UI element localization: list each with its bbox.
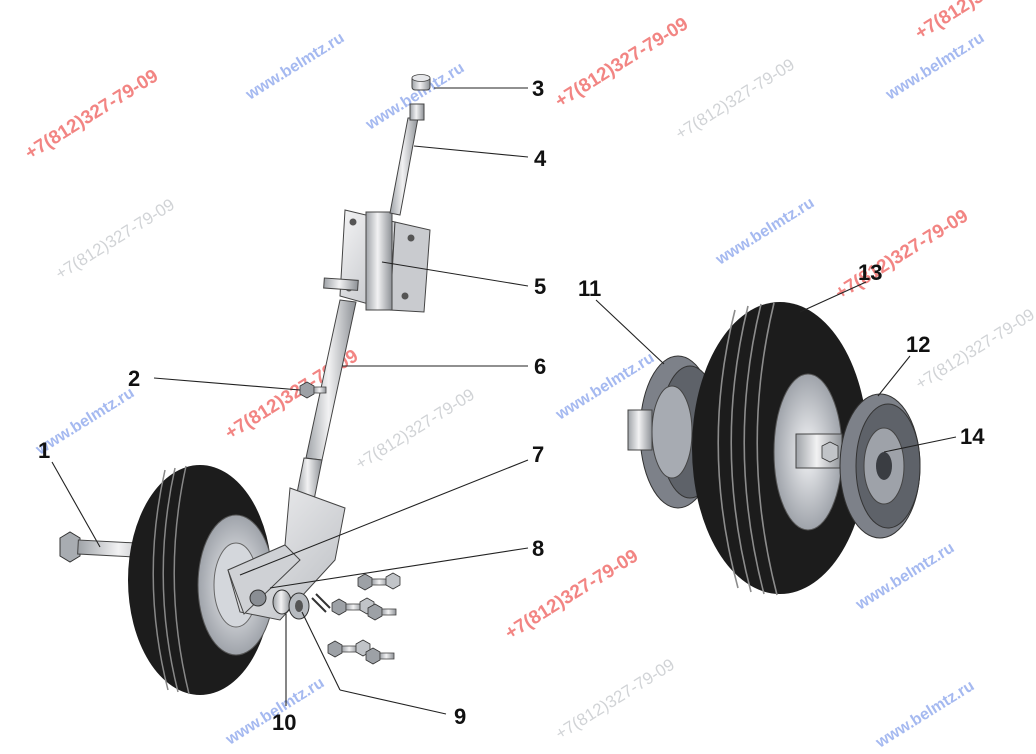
watermark-phone: +7(812)327-79-09 — [552, 655, 678, 743]
watermark-phone: +7(812)327-79-09 — [912, 305, 1036, 393]
watermark-site: www.belmtz.ru — [872, 677, 977, 751]
watermark-phone: +7(812)327-79-09 — [552, 14, 693, 113]
part-number-11: 11 — [578, 276, 601, 301]
watermark-phone: +7(812)327-79-09 — [22, 66, 163, 165]
watermark-phone: +7(812)327-79-09 — [352, 385, 478, 473]
part-number-2: 2 — [128, 366, 140, 391]
clamp-bolt — [299, 381, 327, 399]
watermark-phone: +7(812)327-79-09 — [502, 546, 643, 645]
watermark-phone: +7(812)327-79-09 — [832, 206, 973, 305]
part-number-3: 3 — [532, 76, 544, 101]
hub-bushing — [272, 589, 310, 620]
bolt-set — [327, 572, 401, 665]
part-number-10: 10 — [272, 710, 296, 735]
watermark-site: www.belmtz.ru — [242, 29, 347, 103]
part-number-14: 14 — [960, 424, 985, 449]
watermark-site: www.belmtz.ru — [852, 539, 957, 613]
caster-wheel-tire — [128, 465, 275, 695]
watermark-site: www.belmtz.ru — [712, 194, 817, 268]
steering-shaft — [389, 103, 425, 216]
part-number-7: 7 — [532, 442, 544, 467]
caster-stem — [295, 299, 357, 501]
part-number-12: 12 — [906, 332, 930, 357]
part-number-6: 6 — [534, 354, 546, 379]
caster-fork — [227, 487, 346, 621]
mount-bracket — [323, 209, 431, 313]
leader-lines — [51, 87, 957, 715]
watermark-phone: +7(812)327-79-09 — [52, 195, 178, 283]
watermark-phone: +7(812)327-79-09 — [672, 55, 798, 143]
part-number-1: 1 — [38, 438, 50, 463]
cotter-pin — [311, 593, 331, 613]
part-number-8: 8 — [532, 536, 544, 561]
part-number-4: 4 — [534, 146, 547, 171]
part-number-9: 9 — [454, 704, 466, 729]
part-number-13: 13 — [858, 260, 882, 285]
drive-wheel-tire — [692, 302, 868, 596]
part-number-labels: 3 4 5 6 2 1 7 8 9 10 11 13 12 14 — [38, 76, 985, 735]
right-pulley — [839, 393, 921, 539]
shaft-cap — [411, 74, 431, 91]
part-number-5: 5 — [534, 274, 546, 299]
watermark-site: www.belmtz.ru — [882, 29, 987, 103]
left-pulley — [627, 355, 721, 509]
